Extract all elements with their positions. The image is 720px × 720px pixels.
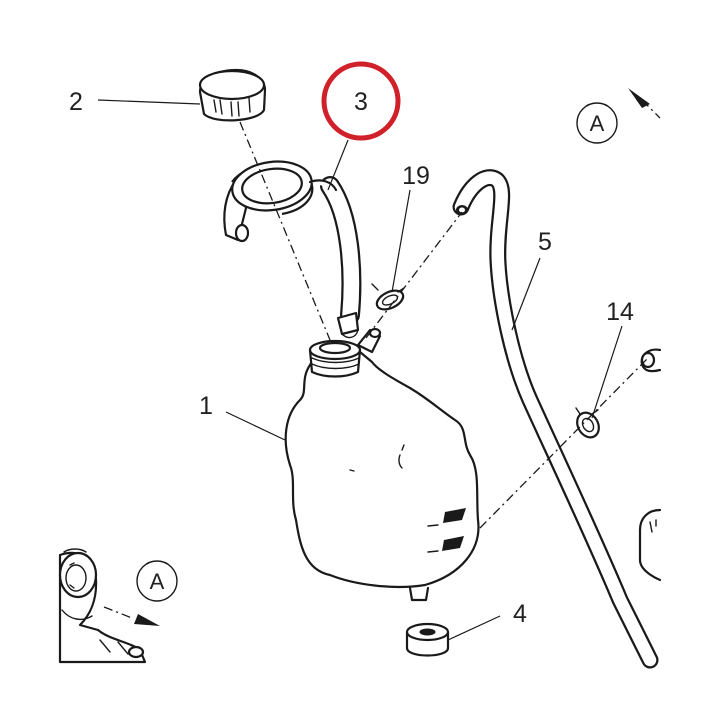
filler-neck <box>223 160 362 339</box>
hose-end-fragment <box>640 348 662 373</box>
coolant-hose <box>452 169 659 669</box>
label-clip-14: 14 <box>606 298 634 326</box>
expansion-tank <box>284 327 480 602</box>
hose-clip-14 <box>575 407 600 439</box>
label-clip-19: 19 <box>402 162 430 190</box>
view-ref-bottom-label: A <box>150 569 165 594</box>
hose-clip-19 <box>371 283 405 311</box>
highlight-circle <box>321 61 401 141</box>
grommet <box>405 622 450 657</box>
bracket-fragment <box>638 508 662 582</box>
view-ref-top-circle <box>576 102 618 144</box>
radiator-fragment <box>58 548 147 664</box>
label-cap: 2 <box>69 88 83 116</box>
label-grommet: 4 <box>513 600 527 628</box>
label-tank: 1 <box>199 392 213 420</box>
assembly-lines <box>103 99 661 619</box>
arrow-bottom <box>134 614 160 626</box>
view-ref-bottom-circle <box>136 560 178 602</box>
label-filler-neck: 3 <box>354 88 368 116</box>
label-hose: 5 <box>538 228 552 256</box>
view-ref-top-label: A <box>590 111 605 136</box>
filler-cap <box>198 68 267 122</box>
leader-lines <box>97 99 623 641</box>
arrow-top <box>628 88 650 108</box>
